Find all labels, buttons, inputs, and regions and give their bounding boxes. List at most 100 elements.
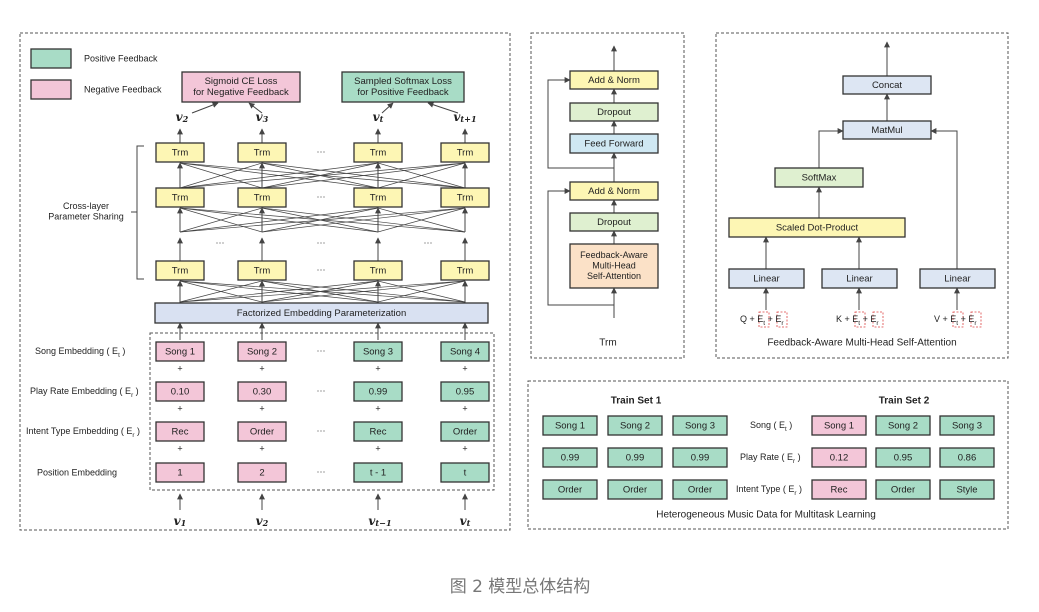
set2-rates-1-label: 0.95 <box>894 453 913 464</box>
emb-positions-2 <box>353 462 403 483</box>
emb-rates-2 <box>353 381 403 402</box>
attn-panel <box>715 32 1009 359</box>
set2-songs-0-label: Song 1 <box>824 421 854 432</box>
attn-input-q-term2: E <box>775 314 781 324</box>
attn-linear-v-label: Linear <box>944 274 970 285</box>
arrow-out2-loss <box>248 102 263 114</box>
set1-songs-1-label: Song 2 <box>620 421 650 432</box>
trm-r2-c2 <box>353 260 403 281</box>
attn-input-q-sub1: t <box>763 320 765 327</box>
emb-songs-1 <box>237 341 287 362</box>
output-o2: v3 <box>256 110 269 125</box>
emb-positions-1 <box>237 462 287 483</box>
emb-songs-3 <box>440 341 490 362</box>
set1-intents-0-label: Order <box>558 485 582 496</box>
cross-layer-bracket <box>136 145 144 280</box>
trm-ellipsis-vert-1: ··· <box>216 237 225 247</box>
row-label-play-close: ) <box>133 386 139 396</box>
trm-ffn-label: Feed Forward <box>584 139 643 150</box>
attn-input-k-highlight-2 <box>872 311 884 328</box>
set1-intents-2-label: Order <box>688 485 712 496</box>
set1-songs-2-label: Song 3 <box>685 421 715 432</box>
attn-input-v-highlight-1 <box>952 311 964 328</box>
emb-positions-1-label: 2 <box>259 468 264 479</box>
trm-caption: Trm <box>599 338 616 349</box>
emb-rates-1 <box>237 381 287 402</box>
emb-ellipsis-positions: ··· <box>317 466 326 476</box>
emb-plus-songs-2: + <box>375 363 380 373</box>
trm-r0-c1 <box>237 142 287 163</box>
set1-rates-1-label: 0.99 <box>626 453 645 464</box>
trm-addnorm-top-label: Add & Norm <box>588 75 640 86</box>
attn-concat <box>842 75 932 95</box>
trm-dropout-bottom <box>569 212 659 232</box>
emb-rates-0-label: 0.10 <box>171 387 190 398</box>
emb-intents-3-label: Order <box>453 427 477 438</box>
trm-r1-c2 <box>353 187 403 208</box>
attn-input-v-term1: E <box>950 314 956 324</box>
data-label-intent-close: ) <box>796 484 802 494</box>
attn-input-v-term2: E <box>968 314 974 324</box>
attn-arrow-lv-matmul <box>930 128 958 269</box>
set1-songs-0-label: Song 1 <box>555 421 585 432</box>
set2-intents-1-label: Order <box>891 485 915 496</box>
cross-r2-r1-2-0 <box>179 207 379 233</box>
data-label-rate-close: ) <box>795 452 801 462</box>
output-o4-sub: t+1 <box>460 114 476 124</box>
set1-songs-0 <box>542 415 598 436</box>
trm-attn-line-0: Feedback-Aware <box>580 250 648 260</box>
trm-dropout-top <box>569 102 659 122</box>
emb-intents-3 <box>440 421 490 442</box>
attn-input-q: Q + Et + Er <box>740 314 784 326</box>
trm-r0-c3 <box>440 142 490 163</box>
trm-r0-c2-label: Trm <box>370 148 387 159</box>
cross-emb-r2-2-0 <box>179 280 379 303</box>
trm-panel <box>530 32 685 359</box>
emb-plus-songs-1: + <box>259 363 264 373</box>
input-i2: v2 <box>256 514 269 529</box>
attn-input-v-prefix: V + <box>934 314 950 324</box>
attn-softmax-label: SoftMax <box>802 173 837 184</box>
set1-rates-1 <box>607 447 663 468</box>
attn-input-v-sub2: r <box>974 320 977 327</box>
input-i1-base: v <box>174 514 182 528</box>
output-o1-base: v <box>176 110 184 124</box>
loss-positive-box <box>341 71 465 103</box>
trm-residual-bottom <box>547 188 614 306</box>
loss-negative-box <box>181 71 301 103</box>
set2-songs-2-label: Song 3 <box>952 421 982 432</box>
attn-linear-q-label: Linear <box>753 274 779 285</box>
set1-rates-2 <box>672 447 728 468</box>
cross-emb-r2-3-1 <box>261 280 466 303</box>
trm-r2-c2-label: Trm <box>370 266 387 277</box>
set2-songs-0 <box>811 415 867 436</box>
trm-r1-c1-label: Trm <box>254 193 271 204</box>
trm-ffn <box>569 133 659 154</box>
emb-intents-0 <box>155 421 205 442</box>
set1-songs-1 <box>607 415 663 436</box>
data-label-song-sub: t <box>785 426 787 433</box>
input-i3: vt−1 <box>368 514 391 529</box>
trm-ellipsis-r0: ··· <box>317 146 326 156</box>
attn-input-q-highlight-2 <box>776 311 788 328</box>
cross-r1-r0-3-2 <box>377 162 466 189</box>
data-label-song-text: Song ( E <box>750 420 785 430</box>
set1-intents-2 <box>672 479 728 500</box>
set2-intents-2-label: Style <box>956 485 977 496</box>
trm-r1-c3 <box>440 187 490 208</box>
loss-negative-line-1: for Negative Feedback <box>193 87 289 98</box>
trm-r1-c0 <box>155 187 205 208</box>
output-o2-sub: 3 <box>263 114 269 124</box>
legend-positive-label: Positive Feedback <box>84 53 158 63</box>
trm-r2-c1-label: Trm <box>254 266 271 277</box>
emb-positions-3 <box>440 462 490 483</box>
attn-input-v-sub1: t <box>956 320 958 327</box>
cross-r2-r1-1-0 <box>179 207 263 233</box>
attn-input-q-sub2: r <box>781 320 784 327</box>
trm-r2-c3 <box>440 260 490 281</box>
row-label-song-sub: t <box>118 352 120 359</box>
factorized-embedding-box <box>154 302 489 324</box>
output-o1-sub: 2 <box>182 114 189 124</box>
emb-ellipsis-songs: ··· <box>317 345 326 355</box>
row-label-intent: Intent Type Embedding ( Er ) <box>26 426 140 438</box>
